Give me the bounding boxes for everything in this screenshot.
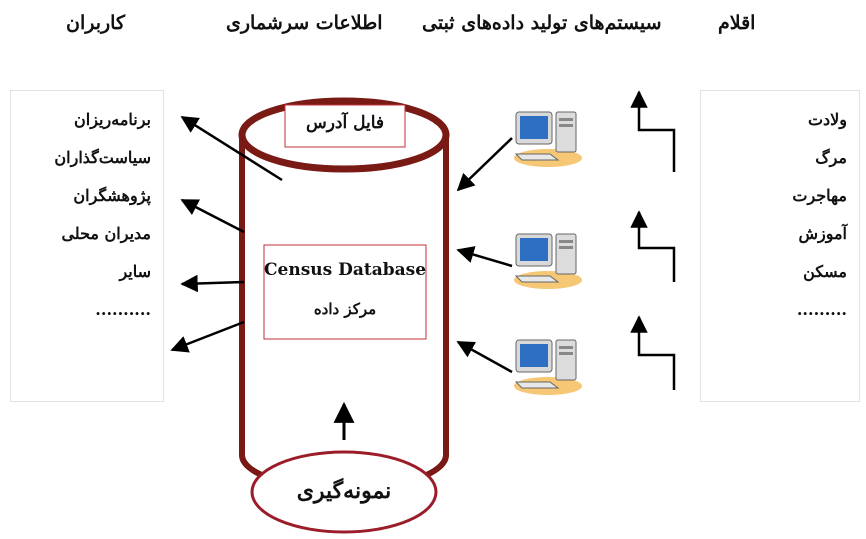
address-file-label: فایل آدرس bbox=[305, 113, 385, 133]
data-center-label: مرکز داده bbox=[313, 300, 377, 318]
list-item: مرگ bbox=[815, 148, 847, 167]
header-census-info: اطلاعات سرشماری bbox=[226, 12, 383, 34]
step-arrow-3 bbox=[630, 315, 676, 390]
computer-icon bbox=[514, 111, 582, 167]
items-list: ولادت مرگ مهاجرت آموزش مسکن ......... bbox=[701, 91, 859, 329]
list-item: برنامه‌ریزان bbox=[74, 110, 151, 129]
arrow-pc1-to-db bbox=[456, 137, 513, 192]
list-item: سایر bbox=[119, 262, 151, 281]
computer-icon bbox=[514, 339, 582, 395]
list-item: .......... bbox=[95, 300, 151, 319]
users-box: برنامه‌ریزان سیاست‌گذاران پژوهشگران مدیر… bbox=[10, 90, 164, 402]
step-arrow-2 bbox=[630, 210, 676, 282]
sampling-label: نمونه‌گیری bbox=[296, 478, 392, 504]
census-database-title: Census Database bbox=[264, 260, 427, 280]
arrow-to-policymakers bbox=[180, 198, 245, 234]
arrow-to-planners bbox=[180, 115, 283, 182]
list-item: آموزش bbox=[798, 224, 847, 243]
computer-icon bbox=[514, 233, 582, 289]
header-registry-systems: سیستم‌های تولید داده‌های ثبتی bbox=[422, 12, 662, 34]
list-item: پژوهشگران bbox=[73, 186, 151, 205]
sampling-ellipse bbox=[250, 450, 438, 534]
arrow-pc3-to-db bbox=[456, 340, 513, 374]
address-file-box bbox=[284, 104, 406, 148]
list-item: ولادت bbox=[807, 110, 847, 129]
arrow-to-local-managers bbox=[180, 274, 245, 293]
users-list: برنامه‌ریزان سیاست‌گذاران پژوهشگران مدیر… bbox=[11, 91, 163, 329]
list-item: مهاجرت bbox=[792, 186, 847, 205]
header-users: کاربران bbox=[66, 12, 126, 34]
list-item: سیاست‌گذاران bbox=[54, 148, 151, 167]
arrow-to-other bbox=[170, 320, 245, 353]
census-database-box bbox=[263, 244, 427, 340]
header-items: اقلام bbox=[718, 12, 756, 34]
list-item: مسکن bbox=[803, 262, 847, 281]
step-arrow-1 bbox=[630, 90, 676, 172]
list-item: ......... bbox=[796, 300, 847, 319]
items-box: ولادت مرگ مهاجرت آموزش مسکن ......... bbox=[700, 90, 860, 402]
arrow-pc2-to-db bbox=[456, 246, 513, 268]
list-item: مدیران محلی bbox=[61, 224, 151, 243]
